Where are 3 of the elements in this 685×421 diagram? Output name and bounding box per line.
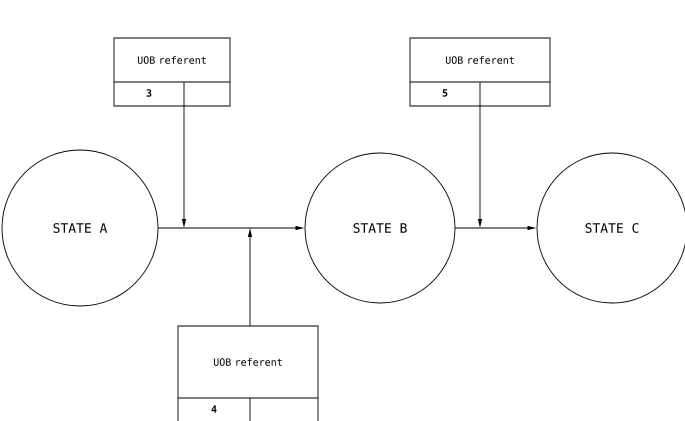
uob-box: UOB referent 3 — [114, 38, 230, 106]
uob-box: UOB referent 5 — [410, 38, 550, 106]
uob-box: UOB referent 4 — [178, 326, 318, 421]
